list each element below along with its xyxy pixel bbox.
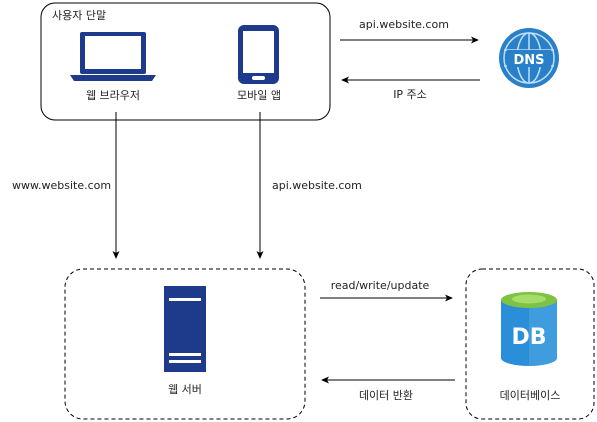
arrow-app-to-server-label: api.website.com bbox=[272, 179, 362, 192]
db-text: DB bbox=[511, 325, 546, 350]
arrow-server-to-db-label: read/write/update bbox=[331, 279, 430, 292]
server-icon bbox=[164, 286, 206, 372]
dns-globe-icon: DNS bbox=[499, 28, 559, 88]
laptop-label: 웹 브라우저 bbox=[86, 89, 140, 102]
phone-label: 모바일 앱 bbox=[237, 88, 281, 102]
client-group-title: 사용자 단말 bbox=[52, 9, 106, 22]
web-server-label: 웹 서버 bbox=[168, 383, 202, 396]
arrow-from-dns-label: IP 주소 bbox=[393, 88, 427, 101]
database-icon: DB bbox=[501, 292, 557, 366]
phone-icon bbox=[238, 25, 279, 84]
arrow-to-dns-label: api.website.com bbox=[359, 18, 449, 31]
dns-text: DNS bbox=[513, 53, 544, 68]
laptop-icon bbox=[70, 32, 156, 81]
database-label: 데이터베이스 bbox=[500, 389, 561, 402]
arrow-db-to-server-label: 데이터 반환 bbox=[359, 389, 413, 402]
arrow-browser-to-server-label: www.website.com bbox=[12, 179, 111, 192]
